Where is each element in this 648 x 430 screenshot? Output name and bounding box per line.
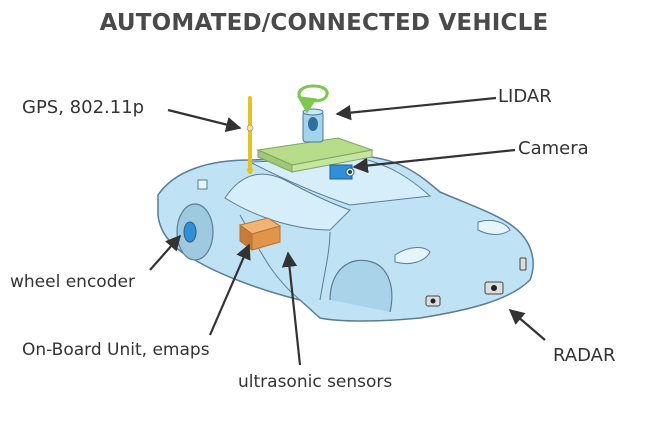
label-gps: GPS, 802.11p — [22, 97, 145, 118]
label-lidar: LIDAR — [498, 86, 552, 107]
gps-antenna — [246, 96, 254, 174]
camera-unit — [329, 164, 355, 180]
car-body — [157, 155, 534, 322]
wheel-encoder-arrow — [149, 234, 182, 271]
label-camera: Camera — [518, 138, 589, 159]
label-ultrasonic: ultrasonic sensors — [238, 372, 393, 392]
radar-arrow — [508, 308, 546, 341]
callout-arrows — [149, 96, 546, 366]
ultrasonic-arrow — [281, 251, 302, 366]
gps-arrow — [167, 108, 242, 133]
lidar-arrow — [335, 96, 497, 121]
camera-arrow — [352, 148, 516, 174]
label-wheel-encoder: wheel encoder — [10, 272, 135, 292]
lidar-unit — [302, 108, 324, 143]
obu-arrow — [208, 243, 251, 336]
label-obu: On-Board Unit, emaps — [22, 340, 210, 360]
diagram-title: AUTOMATED/CONNECTED VEHICLE — [99, 10, 549, 36]
lidar-rotation-icon — [297, 84, 329, 114]
label-radar: RADAR — [553, 345, 616, 366]
